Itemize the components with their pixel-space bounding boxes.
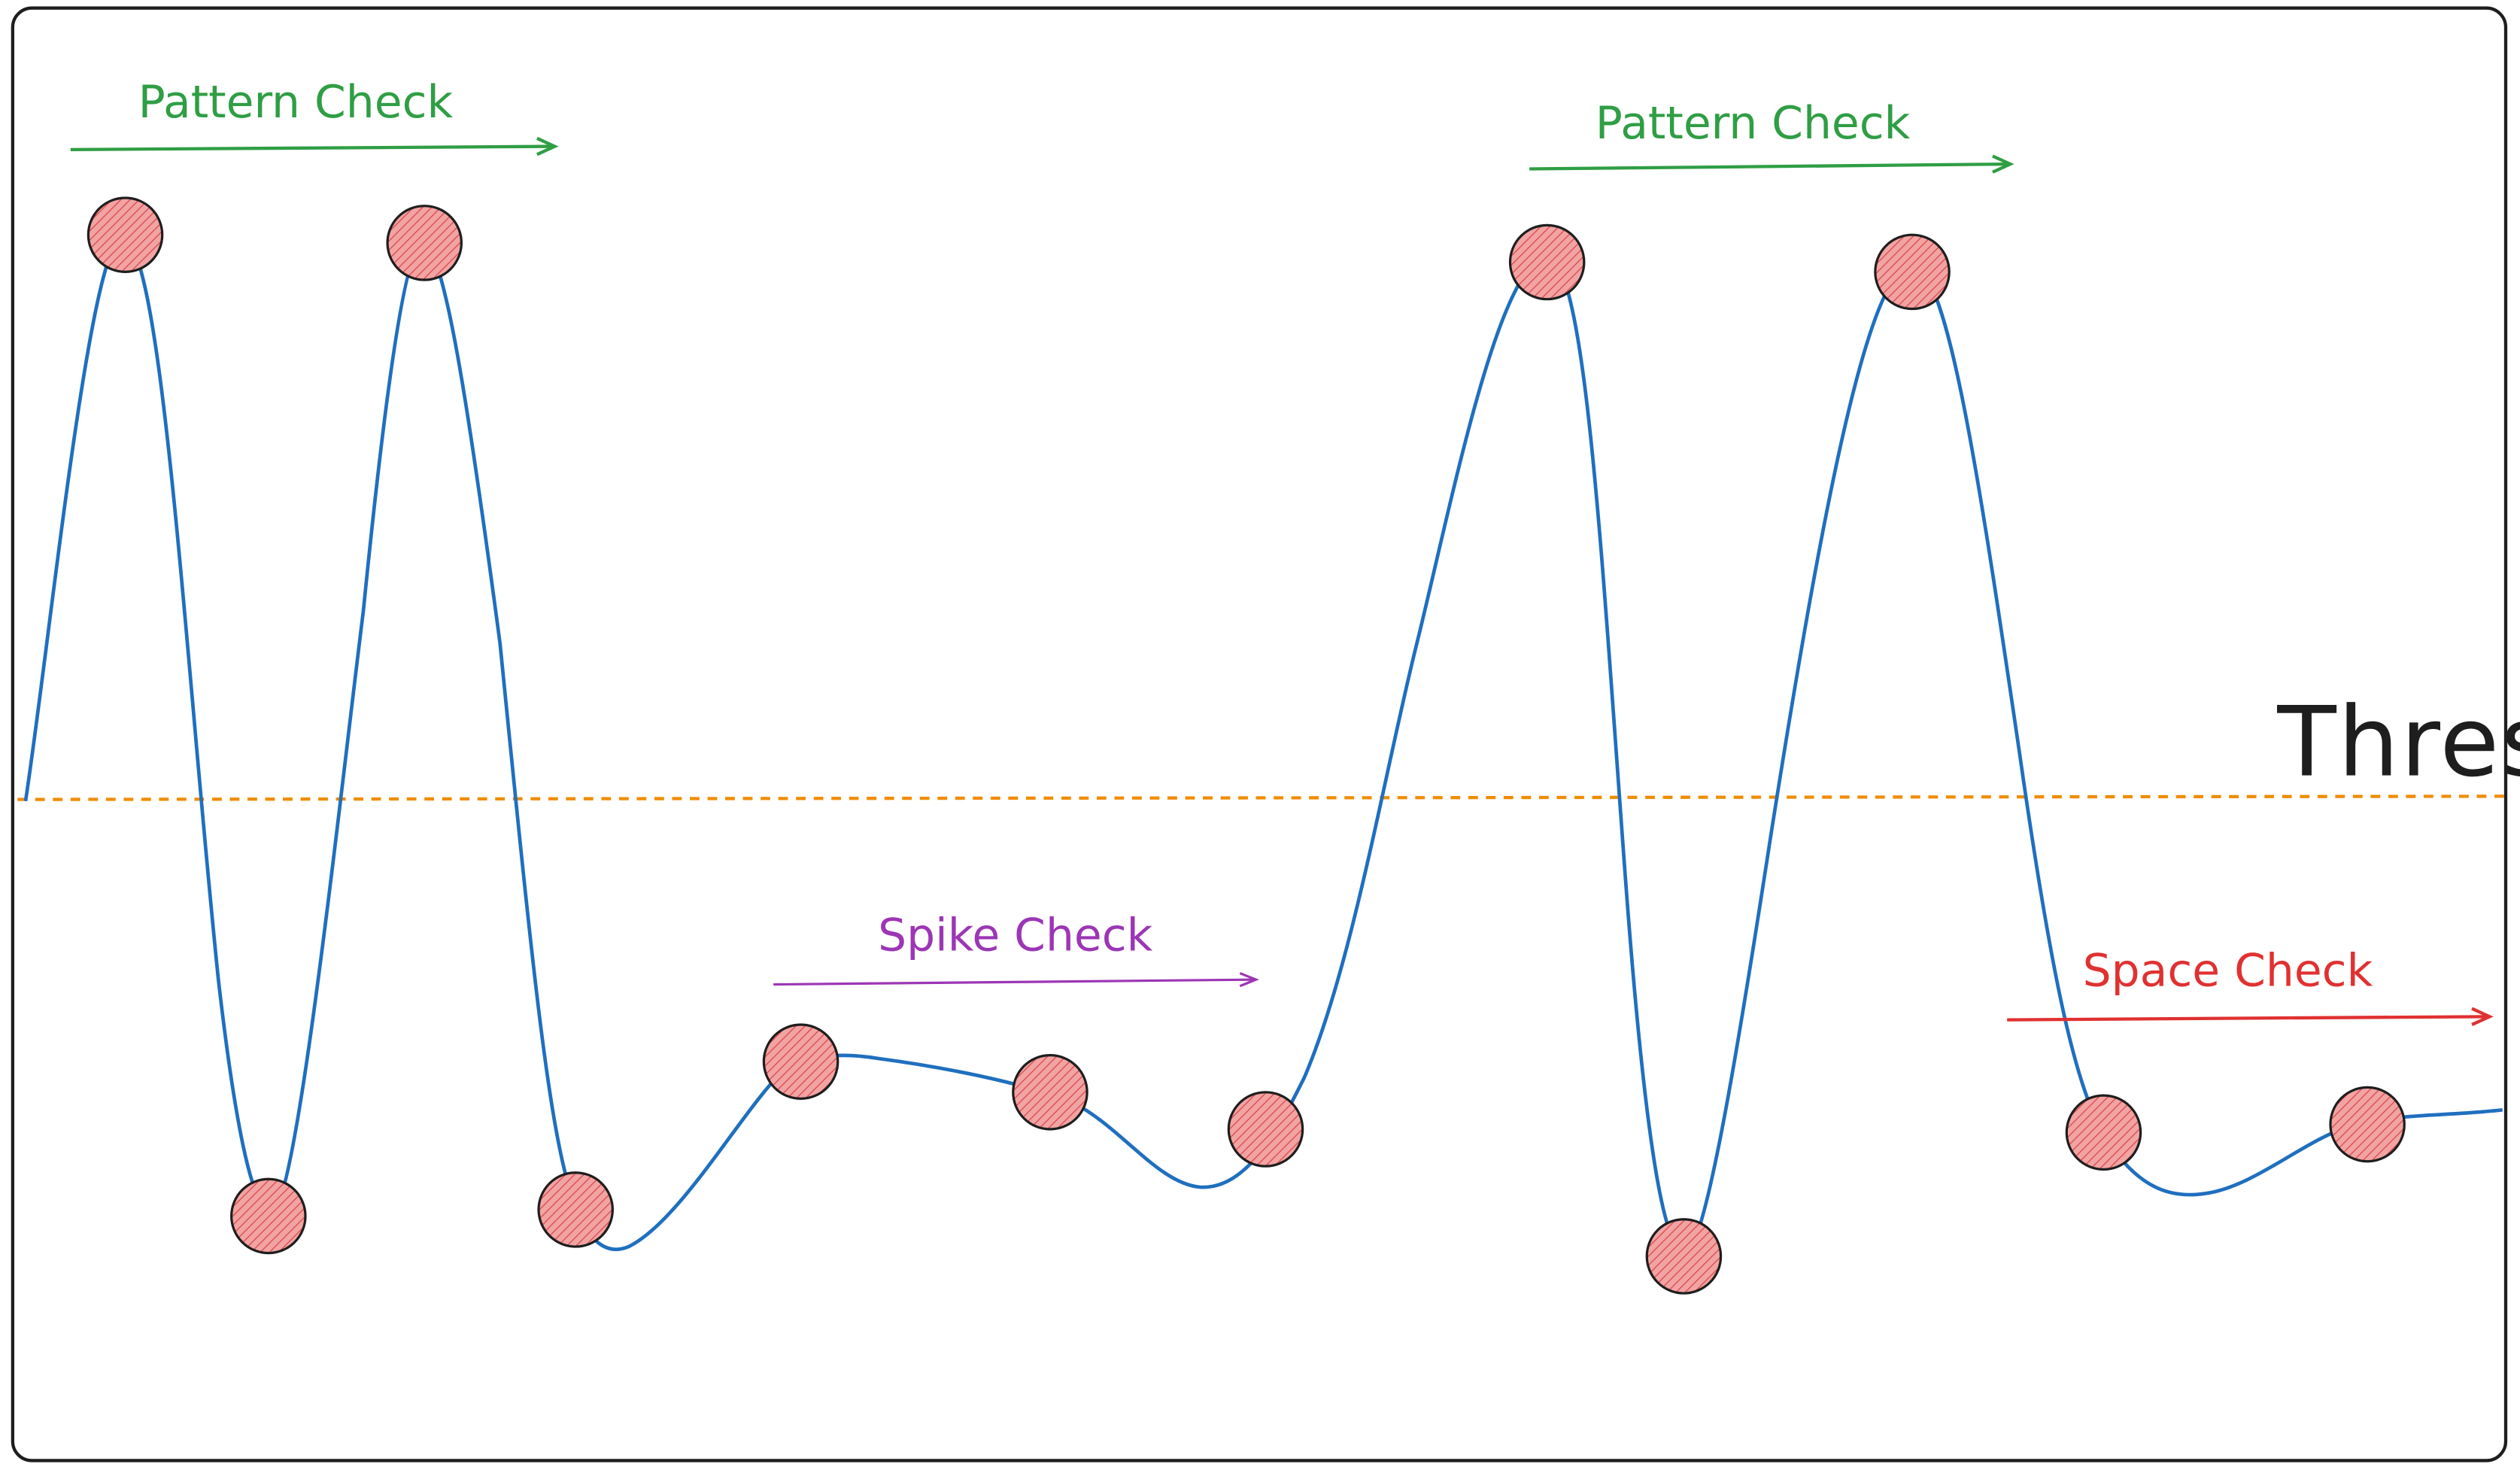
pattern-check-arrow-line-1	[70, 144, 554, 151]
threshold-label: Threshold	[2276, 687, 2520, 799]
space-check-arrowhead	[2471, 1007, 2494, 1026]
pattern-check-annotation-1: Pattern Check	[70, 76, 559, 156]
pattern-check-arrowhead-2	[1992, 154, 2014, 174]
threshold-line	[17, 794, 2511, 801]
trough-marker-1	[230, 1177, 307, 1255]
diagram-frame	[11, 6, 2508, 1462]
markers	[87, 196, 2406, 1295]
pattern-check-annotation-2: Pattern Check	[1529, 97, 2014, 174]
pattern-check-label-1: Pattern Check	[138, 76, 454, 129]
tail-marker-2	[2329, 1086, 2406, 1163]
bump-marker-3	[1227, 1091, 1304, 1168]
trough-marker-2	[537, 1171, 614, 1248]
peak-marker-4	[1874, 233, 1951, 311]
spike-check-arrowhead	[1239, 972, 1259, 988]
spike-check-arrow-line	[773, 978, 1255, 986]
tail-marker-1	[2065, 1094, 2142, 1171]
pattern-check-arrow-line-2	[1529, 162, 2009, 171]
spike-check-annotation: Spike Check	[773, 910, 1259, 988]
spike-check-label: Spike Check	[878, 910, 1152, 962]
peak-marker-2	[386, 205, 463, 281]
peak-marker-1	[87, 196, 164, 273]
pattern-check-label-2: Pattern Check	[1595, 97, 1911, 150]
space-check-label: Space Check	[2083, 945, 2373, 998]
bump-marker-1	[762, 1023, 839, 1100]
peak-marker-3	[1508, 223, 1586, 301]
bump-marker-2	[1012, 1054, 1088, 1131]
space-check-arrow-line	[2007, 1015, 2488, 1022]
trough-marker-3	[1645, 1218, 1723, 1295]
pattern-check-arrowhead-1	[536, 136, 559, 156]
signal-curve	[23, 236, 2503, 1254]
space-check-annotation: Space Check	[2007, 945, 2494, 1026]
